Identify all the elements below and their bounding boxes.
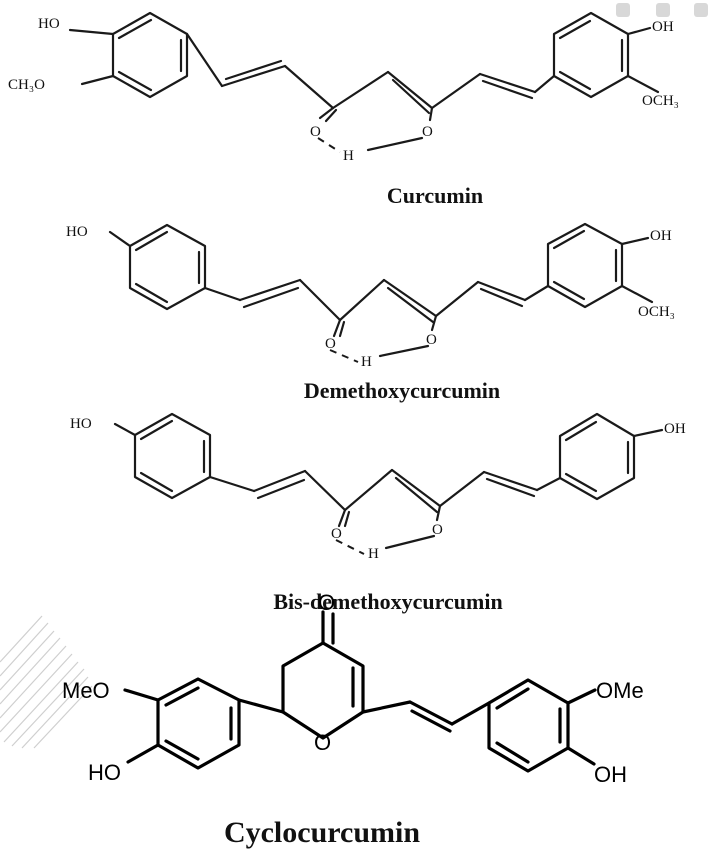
cyclocurcumin-meo-label: MeO [62, 678, 110, 703]
curcumin-structure: HO CH₃O O O H OH OCH₃ Curcumin [8, 11, 679, 208]
demethoxycurcumin-ho-label: HO [66, 224, 88, 240]
demethoxycurcumin-oh-label: OH [650, 228, 672, 244]
watermark [0, 615, 93, 749]
curcumin-enol-o-label: O [422, 124, 433, 140]
curcumin-bonds [68, 11, 660, 153]
bis-demethoxycurcumin-structure: HO O O H OH Bis-demethoxycurcumin [70, 412, 686, 614]
bis-demethoxycurcumin-enol-o-label: O [432, 522, 443, 538]
cyclocurcumin-ho-label: HO [88, 760, 121, 785]
bis-demethoxycurcumin-ketone-o-label: O [331, 526, 342, 542]
demethoxycurcumin-h-label: H [361, 354, 372, 370]
compound-name-cyclocurcumin: Cyclocurcumin [224, 816, 420, 849]
curcumin-och3-label: OCH₃ [642, 93, 679, 109]
curcumin-ch3o-label: CH₃O [8, 77, 45, 93]
demethoxycurcumin-structure: HO O O H OH OCH₃ Demethoxycurcumin [66, 222, 675, 403]
cyclocurcumin-ring-o-label: O [314, 730, 331, 755]
curcumin-ho-label: HO [38, 16, 60, 32]
bis-demethoxycurcumin-h-label: H [368, 546, 379, 562]
cyclocurcumin-ketone-o-label: O [318, 590, 335, 615]
cyclocurcumin-structure: O O MeO HO OMe OH Cyclocurcumin [62, 590, 644, 849]
bis-demethoxycurcumin-ho-label: HO [70, 416, 92, 432]
demethoxycurcumin-enol-o-label: O [426, 332, 437, 348]
demethoxycurcumin-bonds [108, 222, 654, 363]
compound-name-demethoxycurcumin: Demethoxycurcumin [304, 378, 500, 403]
demethoxycurcumin-och3-label: OCH₃ [638, 304, 675, 320]
cyclocurcumin-ome-label: OMe [596, 678, 644, 703]
bis-demethoxycurcumin-oh-label: OH [664, 421, 686, 437]
curcumin-ketone-o-label: O [310, 124, 321, 140]
corner-marks [616, 3, 708, 17]
demethoxycurcumin-ketone-o-label: O [325, 336, 336, 352]
curcumin-h-label: H [343, 148, 354, 164]
cyclocurcumin-bonds [123, 610, 597, 773]
cyclocurcumin-oh-label: OH [594, 762, 627, 787]
compound-name-curcumin: Curcumin [387, 183, 483, 208]
compound-name-bis-demethoxycurcumin: Bis-demethoxycurcumin [273, 589, 502, 614]
bis-demethoxycurcumin-bonds [113, 412, 664, 555]
curcumin-oh-label: OH [652, 19, 674, 35]
